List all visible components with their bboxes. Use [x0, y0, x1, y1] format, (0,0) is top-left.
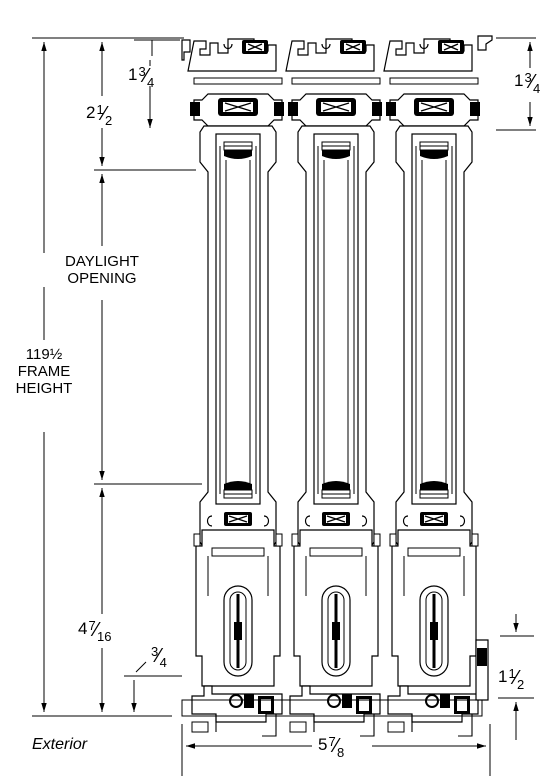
exterior-label: Exterior	[32, 736, 88, 753]
daylight-line-2: OPENING	[67, 270, 137, 287]
frame-height-label: 119½ FRAME HEIGHT	[2, 346, 86, 397]
head-frame-left	[181, 39, 191, 61]
dim-top-inner: 13⁄4	[128, 64, 155, 90]
panel-1	[186, 37, 286, 738]
dim-top-right: 13⁄4	[514, 70, 541, 96]
daylight-opening-label: DAYLIGHT OPENING	[40, 253, 164, 287]
dim-sill-step: 3⁄4	[150, 644, 167, 670]
dim-top-outer: 21⁄2	[86, 102, 113, 128]
extension-lines	[32, 37, 536, 776]
head-frame-right	[477, 35, 493, 51]
daylight-line-1: DAYLIGHT	[65, 253, 139, 270]
dim-width: 57⁄8	[318, 734, 345, 760]
frame-height-line-3: HEIGHT	[15, 380, 73, 397]
frame-height-value: 119½	[25, 346, 63, 363]
jamb-gasket-right	[477, 648, 487, 666]
panel-2	[284, 37, 384, 738]
dim-sill-height: 47⁄16	[78, 618, 112, 644]
dimension-lines	[41, 42, 533, 749]
dim-sill-right: 11⁄2	[498, 666, 525, 692]
sill-frame	[181, 699, 483, 717]
panel-3	[382, 37, 482, 738]
frame-height-line-2: FRAME	[17, 363, 71, 380]
